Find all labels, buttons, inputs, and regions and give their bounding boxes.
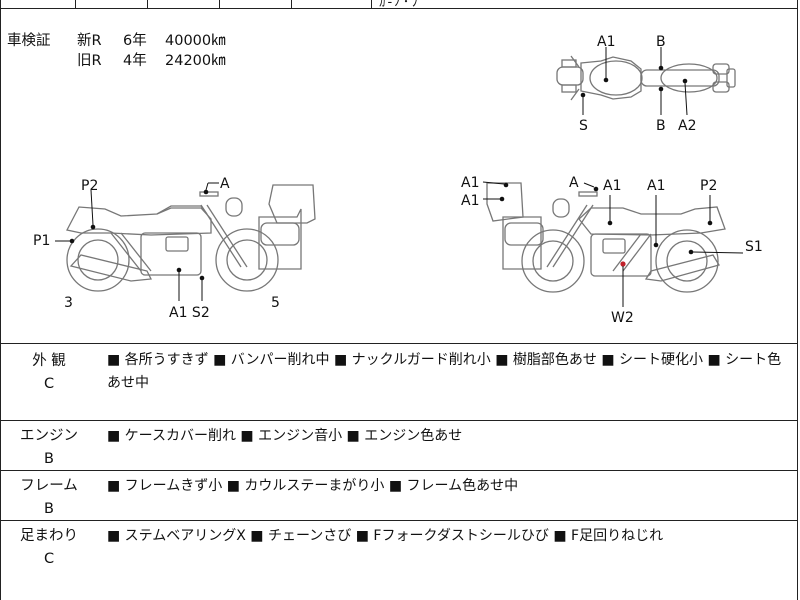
inspection-years: 6年 xyxy=(123,33,147,49)
inspection-mileage: 40000㎞ xyxy=(165,33,226,49)
section-notes: ■ 各所うすきず ■ バンパー削れ中 ■ ナックルガード削れ小 ■ 樹脂部色あせ… xyxy=(107,352,782,391)
damage-marker xyxy=(580,92,586,98)
label-w2: W2 xyxy=(611,310,634,326)
section-name-cell: 足まわり C xyxy=(1,525,97,571)
damage-marker xyxy=(607,220,613,226)
damage-marker-red xyxy=(620,261,626,267)
section-grade: B xyxy=(44,501,54,517)
inspection-label: 車検証 xyxy=(7,33,51,49)
section-exterior: 外 観 C ■ 各所うすきず ■ バンパー削れ中 ■ ナックルガード削れ小 ■ … xyxy=(1,343,797,421)
damage-marker xyxy=(603,77,609,83)
motorcycle-top-view xyxy=(556,55,736,101)
damage-marker xyxy=(499,196,505,202)
section-name-cell: フレーム B xyxy=(1,475,97,521)
section-grade: B xyxy=(44,451,54,467)
motorcycle-right-view xyxy=(486,182,726,293)
label-a1-s2: A1 S2 xyxy=(169,305,210,321)
damage-marker xyxy=(203,189,209,195)
inspection-row: 車検証 新R 6年 40000㎞ xyxy=(7,31,245,51)
label-p1: P1 xyxy=(33,233,50,249)
damage-marker xyxy=(658,86,664,92)
damage-marker xyxy=(707,220,713,226)
label-a1: A1 xyxy=(603,178,621,194)
label-a: A xyxy=(220,176,230,192)
damage-marker xyxy=(176,267,182,273)
label-a1: A1 xyxy=(647,178,665,194)
label-a1: A1 xyxy=(461,175,479,191)
section-suspension: 足まわり C ■ ステムベアリングX ■ チェーンさび ■ Fフォークダストシー… xyxy=(1,521,797,600)
damage-marker xyxy=(658,65,664,71)
section-notes: ■ フレームきず小 ■ カウルステーまがり小 ■ フレーム色あせ中 xyxy=(107,478,519,494)
label-s1: S1 xyxy=(745,239,763,255)
damage-marker xyxy=(199,275,205,281)
inspection-row: 旧R 4年 24200㎞ xyxy=(7,51,245,71)
damage-diagram: 車検証 新R 6年 40000㎞ 旧R 4年 24200㎞ xyxy=(1,9,797,344)
label-a1: A1 xyxy=(597,34,615,50)
section-name: 外 観 xyxy=(32,353,66,369)
label-a1: A1 xyxy=(461,193,479,209)
damage-marker xyxy=(69,238,75,244)
cell-divider xyxy=(75,0,76,8)
label-b: B xyxy=(656,34,666,50)
top-table-strip: ｶ‐ﾉ･ﾌﾟ xyxy=(1,0,797,10)
cell-divider xyxy=(219,0,220,8)
inspection-info: 車検証 新R 6年 40000㎞ 旧R 4年 24200㎞ xyxy=(7,31,245,71)
section-name: フレーム xyxy=(20,478,78,494)
right-view-leaders xyxy=(482,181,744,307)
left-view-markers xyxy=(69,189,209,281)
damage-marker xyxy=(653,242,659,248)
label-b: B xyxy=(656,118,666,134)
top-view-leaders xyxy=(582,47,688,116)
section-notes: ■ ステムベアリングX ■ チェーンさび ■ Fフォークダストシールひび ■ F… xyxy=(107,528,664,544)
left-view-leaders xyxy=(55,182,219,301)
section-frame: フレーム B ■ フレームきず小 ■ カウルステーまがり小 ■ フレーム色あせ中 xyxy=(1,471,797,521)
damage-marker xyxy=(688,249,694,255)
section-name-cell: エンジン B xyxy=(1,425,97,471)
section-grade: C xyxy=(43,551,55,567)
inspection-mileage: 24200㎞ xyxy=(165,53,226,69)
top-cell-text: ｶ‐ﾉ･ﾌﾟ xyxy=(379,0,427,10)
cell-divider xyxy=(291,0,292,8)
section-notes: ■ ケースカバー削れ ■ エンジン音小 ■ エンジン色あせ xyxy=(107,428,463,444)
cell-divider xyxy=(147,0,148,8)
damage-marker xyxy=(90,224,96,230)
section-name: 足まわり xyxy=(20,528,78,544)
section-name-cell: 外 観 C xyxy=(1,350,97,396)
motorcycle-left-view xyxy=(66,184,316,292)
damage-marker xyxy=(503,182,509,188)
motorcycle-drawings: A1 B S B A2 xyxy=(33,34,763,326)
inspection-rank: 旧R xyxy=(77,53,102,69)
section-name: エンジン xyxy=(20,428,78,444)
damage-marker xyxy=(682,78,688,84)
label-a2: A2 xyxy=(678,118,696,134)
damage-marker xyxy=(593,186,599,192)
label-p2: P2 xyxy=(700,178,717,194)
label-a: A xyxy=(569,175,579,191)
inspection-years: 4年 xyxy=(123,53,147,69)
right-view-markers xyxy=(499,182,713,267)
section-engine: エンジン B ■ ケースカバー削れ ■ エンジン音小 ■ エンジン色あせ xyxy=(1,421,797,471)
label-p2: P2 xyxy=(81,178,98,194)
section-grade: C xyxy=(43,376,55,392)
top-view-markers xyxy=(580,65,688,98)
label-5: 5 xyxy=(271,295,280,311)
label-3: 3 xyxy=(64,295,73,311)
label-s: S xyxy=(579,118,588,134)
inspection-rank: 新R xyxy=(77,33,102,49)
cell-divider xyxy=(371,0,372,8)
